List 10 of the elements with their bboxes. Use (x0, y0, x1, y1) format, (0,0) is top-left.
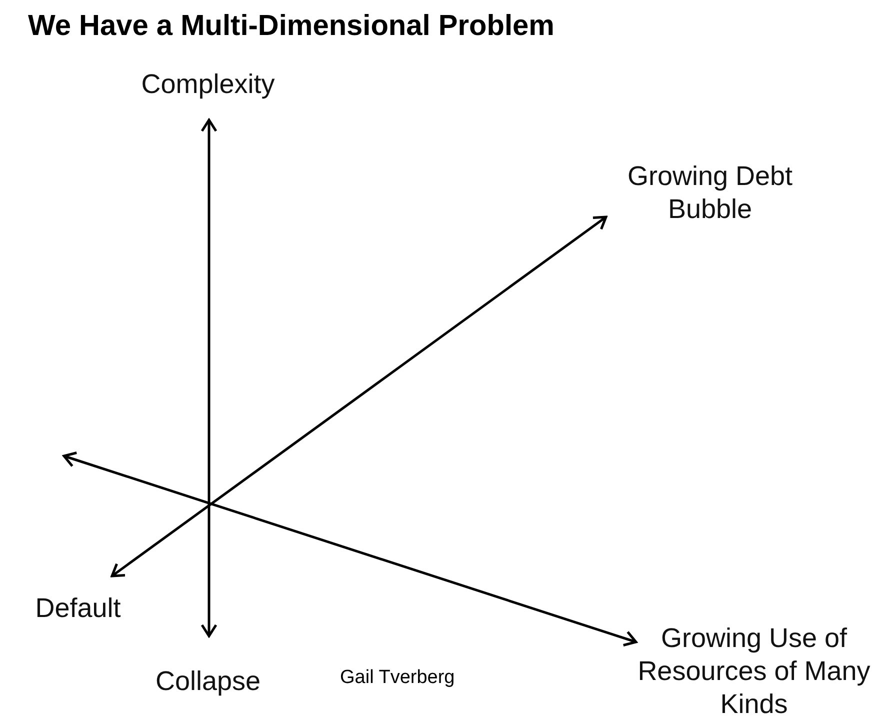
author-credit: Gail Tverberg (340, 667, 455, 689)
double-arrow (62, 452, 638, 646)
double-arrow (110, 216, 608, 578)
title: We Have a Multi-Dimensional Problem (28, 10, 554, 43)
axis-label: Complexity (140, 68, 276, 101)
axis-label: Default (20, 592, 136, 625)
axis-label: Collapse (140, 665, 276, 698)
axis-label: Growing Debt Bubble (590, 160, 830, 226)
axis-label: Growing Use of Resources of Many Kinds (622, 622, 886, 719)
double-arrow (200, 118, 218, 638)
